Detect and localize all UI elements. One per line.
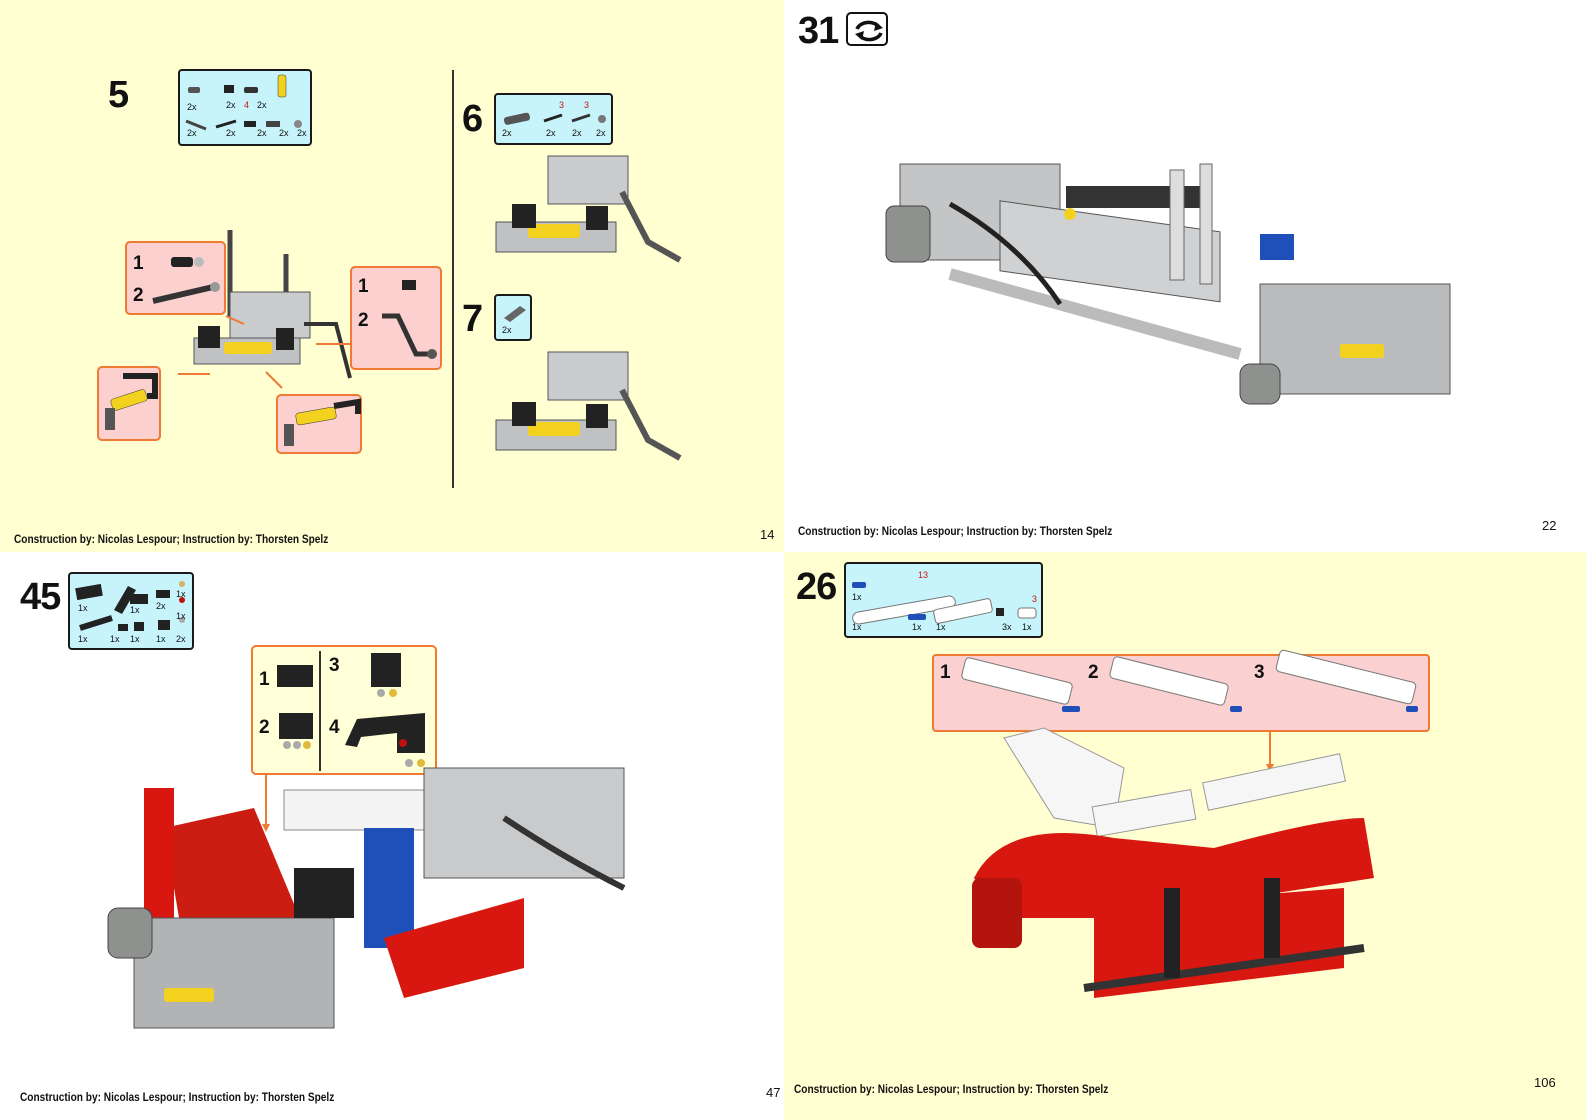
sub-step-number: 1 <box>133 253 144 274</box>
credit-line: Construction by: Nicolas Lespour; Instru… <box>794 1084 1109 1096</box>
part-length: 13 <box>918 570 929 580</box>
part-qty: 1x <box>110 634 120 644</box>
parts-illustration <box>75 581 185 631</box>
step-number: 31 <box>798 10 839 52</box>
step-number: 5 <box>108 74 129 116</box>
step-number: 26 <box>796 566 837 608</box>
part-qty: 2x <box>187 102 197 112</box>
sub-assembly-callout: 1 2 3 <box>932 649 1430 732</box>
callout-arrow <box>262 774 270 832</box>
page-number: 47 <box>766 1085 781 1100</box>
parts-illustration <box>852 582 1037 625</box>
part-qty: 1x <box>130 634 140 644</box>
part-qty: 1x <box>852 622 862 632</box>
sub-step-number: 2 <box>133 285 144 306</box>
sub-step-number: 1 <box>358 276 369 297</box>
callout-divider <box>319 651 321 771</box>
part-qty: 2x <box>156 601 166 611</box>
credit-line: Construction by: Nicolas Lespour; Instru… <box>20 1092 335 1104</box>
part-qty: 2x <box>226 100 236 110</box>
step-5-model <box>178 230 352 389</box>
step-number: 7 <box>462 298 483 340</box>
part-qty: 2x <box>226 128 236 138</box>
sub-assembly-illustration <box>961 649 1418 712</box>
part-qty: 1x <box>176 589 186 599</box>
credit-line: Construction by: Nicolas Lespour; Instru… <box>798 526 1113 538</box>
part-qty: 2x <box>257 100 267 110</box>
sub-step-number: 2 <box>259 717 270 738</box>
part-qty: 2x <box>279 128 289 138</box>
step-number: 6 <box>462 98 483 140</box>
sub-assembly-callout <box>276 394 362 454</box>
sub-assembly-illustration <box>382 280 437 359</box>
sub-assembly-callout <box>97 366 161 441</box>
sub-step-number: 1 <box>940 662 951 683</box>
callout-arrow <box>1266 732 1274 772</box>
sub-assembly-callout: 1 2 <box>125 241 226 315</box>
part-qty: 2x <box>176 634 186 644</box>
instruction-page-22: 31 Construction by: Nicolas Lespour; Ins… <box>784 0 1586 552</box>
part-qty: 1x <box>176 611 186 621</box>
sub-assembly-illustration <box>284 398 361 446</box>
part-qty: 2x <box>546 128 556 138</box>
part-length: 3 <box>584 100 590 110</box>
parts-list-box: 2x <box>494 294 532 341</box>
part-qty: 1x <box>936 622 946 632</box>
step-number: 45 <box>20 576 61 618</box>
parts-list-box: 13 3 1x 1x 1x 1x 3x 1x <box>844 562 1043 638</box>
part-qty: 1x <box>912 622 922 632</box>
part-qty: 2x <box>572 128 582 138</box>
step-divider <box>452 70 454 488</box>
credit-line: Construction by: Nicolas Lespour; Instru… <box>14 534 329 546</box>
part-length: 3 <box>1032 594 1038 604</box>
sub-step-number: 2 <box>358 310 369 331</box>
part-qty: 1x <box>130 605 140 615</box>
part-qty: 2x <box>502 128 512 138</box>
step-6-model <box>495 155 682 263</box>
part-qty: 1x <box>78 634 88 644</box>
page-number: 14 <box>760 527 775 542</box>
part-qty: 2x <box>187 128 197 138</box>
sub-assembly-callout: 1 2 3 4 <box>251 645 437 775</box>
rotate-arrows-icon <box>855 20 883 42</box>
part-qty: 1x <box>852 592 862 602</box>
chassis-model <box>885 163 1451 405</box>
part-qty: 2x <box>297 128 307 138</box>
part-qty: 2x <box>596 128 606 138</box>
sub-step-number: 4 <box>329 717 340 738</box>
sub-assembly-callout: 1 2 <box>350 266 442 370</box>
part-qty: 3x <box>1002 622 1012 632</box>
part-qty: 1x <box>78 603 88 613</box>
sub-assembly-illustration <box>152 257 220 304</box>
parts-illustration <box>185 74 302 131</box>
sub-step-number: 2 <box>1088 662 1099 683</box>
instruction-page-14: 5 2x 2x 4 2x 2x 2x 2x 2x 2x 1 2 <box>0 0 784 552</box>
front-body-model <box>972 727 1374 998</box>
parts-list-box: 1x 1x 2x 1x 1x 1x 1x 1x 1x 2x <box>68 572 194 650</box>
part-length: 3 <box>559 100 565 110</box>
parts-illustration <box>504 306 526 322</box>
car-chassis-model <box>107 767 626 1029</box>
part-length: 4 <box>244 100 250 110</box>
instruction-page-47: 45 1x 1x 2x 1x 1x 1x 1x 1x 1x 2x 1 2 3 4 <box>0 552 784 1120</box>
sub-step-number: 1 <box>259 669 270 690</box>
parts-list-box: 3 3 2x 2x 2x 2x <box>494 93 613 145</box>
page-number: 22 <box>1542 518 1557 533</box>
sub-step-number: 3 <box>329 655 340 676</box>
sub-assembly-illustration <box>105 373 158 430</box>
part-qty: 1x <box>156 634 166 644</box>
parts-illustration <box>503 112 606 125</box>
sub-step-number: 3 <box>1254 662 1265 683</box>
step-7-model <box>495 351 682 461</box>
instruction-page-106: 26 13 3 1x 1x 1x 1x 3x 1x 1 2 3 <box>784 552 1586 1120</box>
part-qty: 2x <box>502 325 512 335</box>
part-qty: 1x <box>1022 622 1032 632</box>
page-number: 106 <box>1534 1075 1556 1090</box>
part-qty: 2x <box>257 128 267 138</box>
sub-assembly-illustration <box>277 653 425 767</box>
parts-list-box: 2x 2x 4 2x 2x 2x 2x 2x 2x <box>178 69 312 146</box>
rotate-model-icon <box>846 12 888 46</box>
